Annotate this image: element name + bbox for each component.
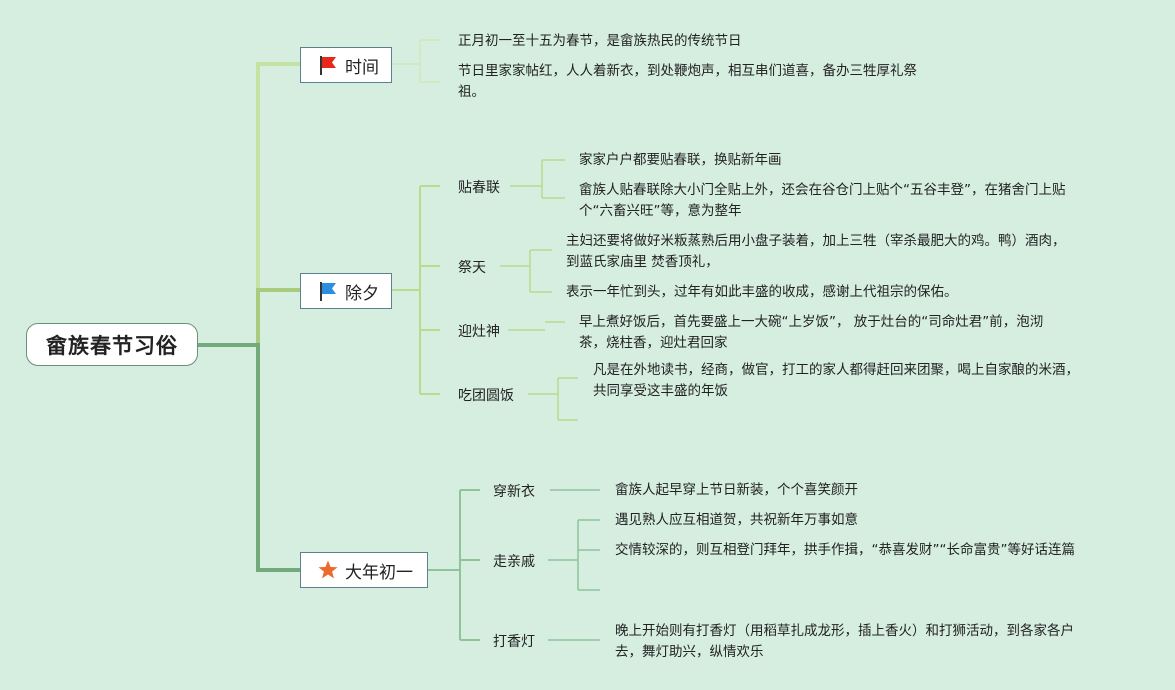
sub-chituanyuanfan-connector [528, 377, 578, 421]
red-flag-icon [320, 56, 336, 75]
branch-time-line [198, 62, 300, 347]
leaf-daxiangdeng-1: 晚上开始则有打香灯（用稻草扎成龙形，插上香火）和打狮活动，到各家各户去，舞灯助兴… [615, 623, 1074, 660]
leaf-tiechunlian-1: 家家户户都要贴春联，换贴新年画 [579, 152, 782, 168]
sub-chuanxinyi[interactable]: 穿新衣 [493, 484, 535, 500]
eve-sub-connector [392, 185, 440, 395]
sub-yingzaoshen-connector [508, 321, 565, 331]
topic-day1-label: 大年初一 [345, 562, 413, 583]
blue-flag-icon [320, 282, 336, 301]
topic-time-label: 时间 [345, 57, 379, 78]
topic-day1[interactable]: 大年初一 [300, 552, 428, 588]
leaf-chituanyuanfan-1: 凡是在外地读书，经商，做官，打工的家人都得赶回来团聚，喝上自家酿的米酒，共同享受… [593, 362, 1079, 399]
sub-jitian[interactable]: 祭天 [458, 260, 486, 276]
sub-yingzaoshen[interactable]: 迎灶神 [458, 324, 500, 340]
leaf-zouqinqi-1: 遇见熟人应互相道贺，共祝新年万事如意 [615, 512, 858, 528]
topic-time[interactable]: 时间 [300, 47, 392, 83]
sub-zouqinqi[interactable]: 走亲戚 [493, 554, 535, 570]
orange-star-icon [318, 560, 338, 579]
day1-sub-connector [428, 489, 480, 641]
leaf-time-1: 正月初一至十五为春节，是畲族热民的传统节日 [458, 33, 742, 49]
branch-eve-line [198, 288, 300, 347]
time-leaf-connector [392, 39, 440, 83]
leaf-tiechunlian-2: 畲族人贴春联除大小门全贴上外，还会在谷仓门上贴个“五谷丰登”，在猪舍门上贴个“六… [579, 182, 1066, 219]
leaf-jitian-1: 主妇还要将做好米粄蒸熟后用小盘子装着，加上三牲（宰杀最肥大的鸡。鸭）酒肉， 到蓝… [566, 233, 1066, 270]
sub-chituanyuanfan[interactable]: 吃团圆饭 [458, 388, 514, 404]
branch-day1-line [198, 343, 300, 572]
sub-jitian-connector [500, 249, 552, 293]
sub-daxiangdeng[interactable]: 打香灯 [493, 634, 535, 650]
sub-tiechunlian-connector [510, 159, 565, 199]
sub-zouqinqi-connector [548, 519, 600, 591]
topic-eve-label: 除夕 [345, 283, 379, 304]
topic-eve[interactable]: 除夕 [300, 273, 392, 309]
sub-tiechunlian[interactable]: 贴春联 [458, 180, 500, 196]
leaf-chuanxinyi-1: 畲族人起早穿上节日新装，个个喜笑颜开 [615, 482, 858, 498]
leaf-yingzaoshen-1: 早上煮好饭后，首先要盛上一大碗“上岁饭”， 放于灶台的“司命灶君”前，泡沏茶，烧… [579, 314, 1044, 351]
leaf-jitian-2: 表示一年忙到头，过年有如此丰盛的收成，感谢上代祖宗的保佑。 [566, 284, 958, 300]
leaf-zouqinqi-2: 交情较深的，则互相登门拜年，拱手作揖，“恭喜发财”“长命富贵”等好话连篇 [615, 542, 1075, 558]
leaf-time-2: 节日里家家帖红，人人着新衣，到处鞭炮声，相互串们道喜，备办三牲厚礼祭祖。 [458, 63, 917, 100]
root-node[interactable]: 畲族春节习俗 [26, 323, 198, 366]
